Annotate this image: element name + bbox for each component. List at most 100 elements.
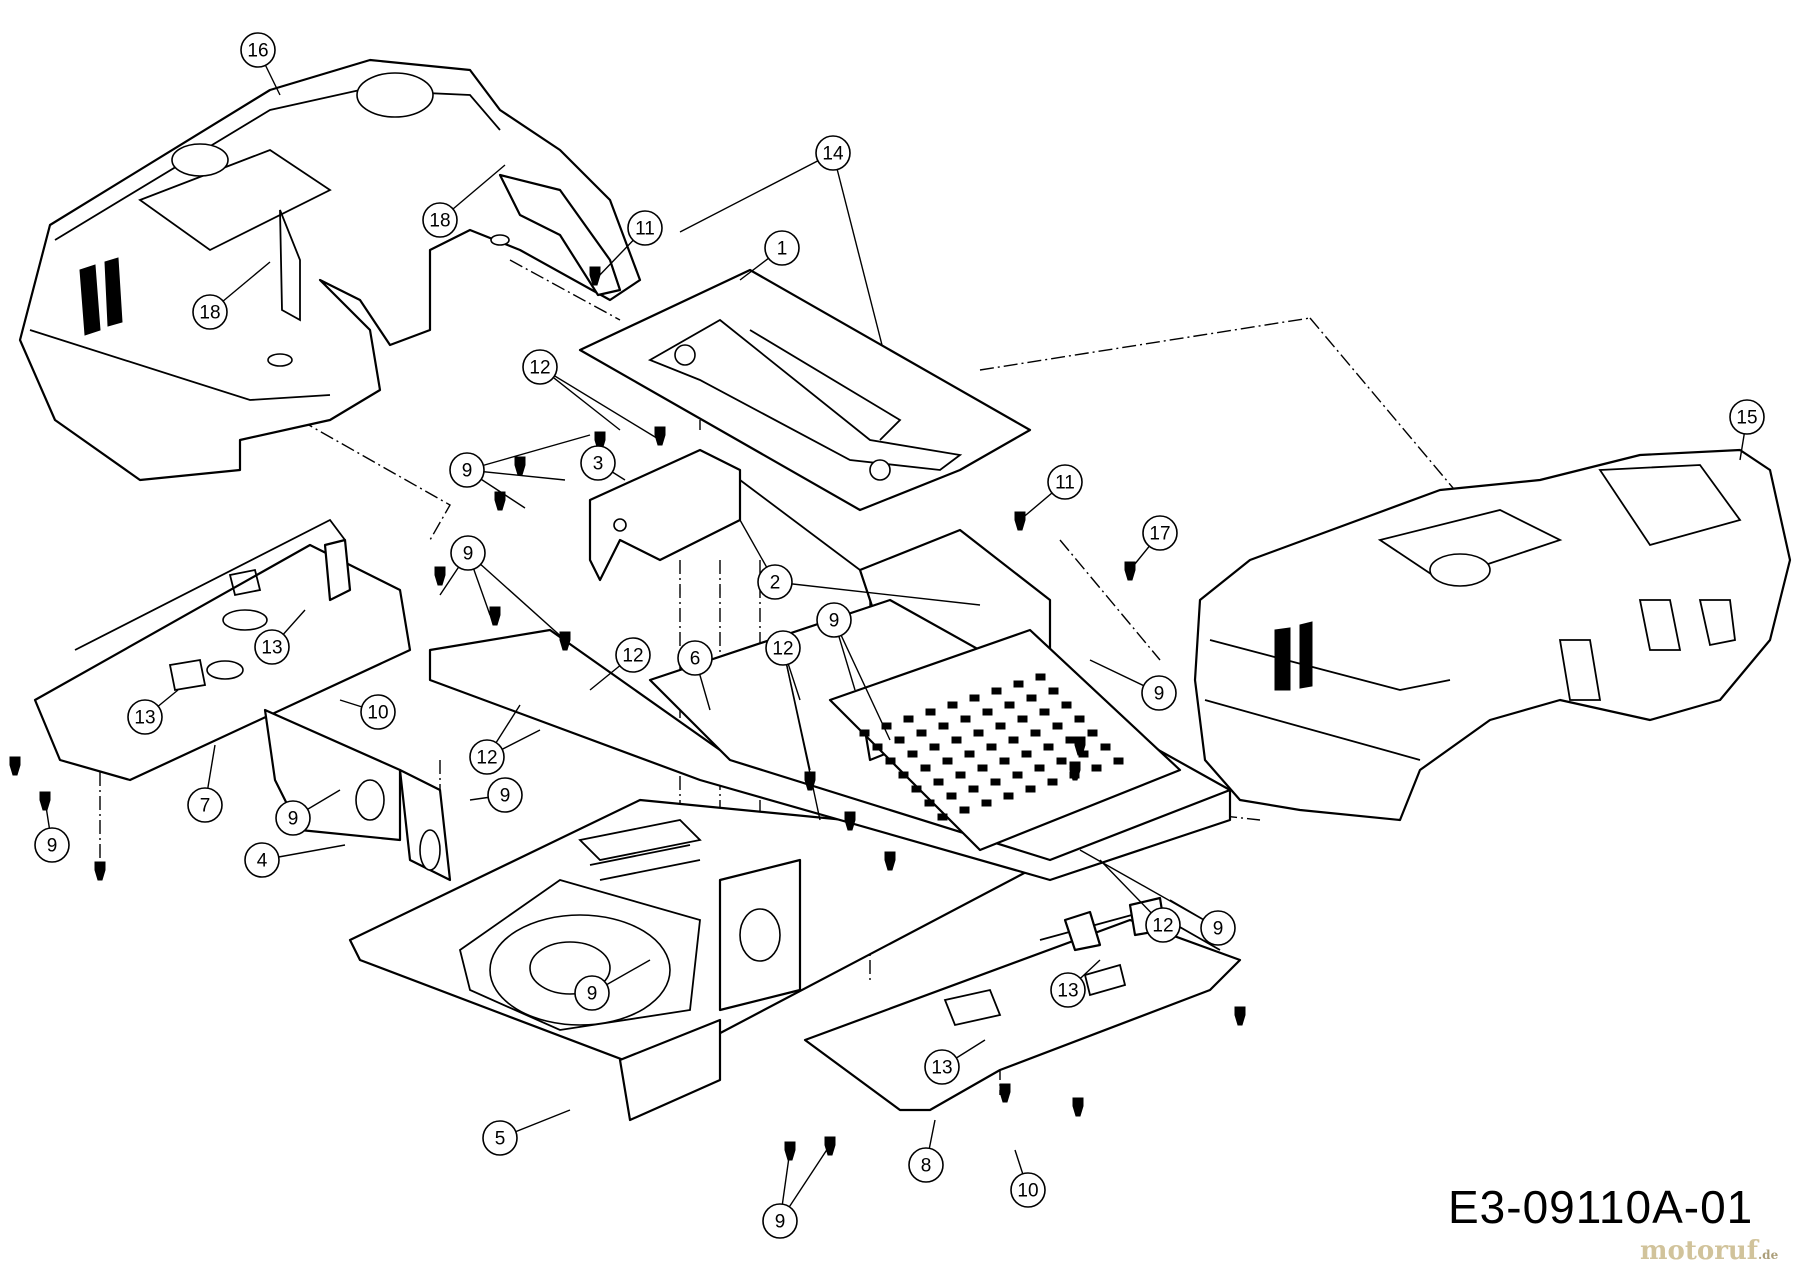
callout-leader bbox=[782, 647, 821, 821]
grid-perforation bbox=[1034, 764, 1045, 772]
grid-perforation bbox=[977, 764, 988, 772]
callout-circle bbox=[254, 629, 290, 665]
grid-perforation bbox=[933, 778, 944, 786]
grid-perforation bbox=[968, 785, 979, 793]
callout-circle bbox=[240, 32, 276, 68]
step-plate-7 bbox=[33, 518, 412, 782]
grid-perforation bbox=[1074, 715, 1085, 723]
grid-perforation bbox=[990, 778, 1001, 786]
callout-circle bbox=[1145, 907, 1181, 943]
callout-13: 13 bbox=[1050, 972, 1086, 1008]
callout-circle bbox=[127, 699, 163, 735]
grid-perforation bbox=[872, 743, 883, 751]
callout-circle bbox=[815, 135, 851, 171]
callout-9: 9 bbox=[1141, 675, 1177, 711]
grid-perforation bbox=[947, 701, 958, 709]
callout-circle bbox=[487, 777, 523, 813]
callout-label: 9 bbox=[775, 1212, 786, 1233]
bolt bbox=[1069, 761, 1081, 781]
callout-label: 9 bbox=[47, 836, 58, 857]
callout-label: 11 bbox=[635, 219, 655, 240]
callout-label: 12 bbox=[622, 646, 643, 667]
callout-9: 9 bbox=[574, 975, 610, 1011]
callout-label: 18 bbox=[429, 211, 450, 232]
callout-label: 17 bbox=[1149, 524, 1170, 545]
callout-10: 10 bbox=[1010, 1172, 1046, 1208]
callout-12: 12 bbox=[765, 630, 801, 666]
callout-9: 9 bbox=[1200, 910, 1236, 946]
bolt bbox=[844, 811, 856, 831]
callout-label: 14 bbox=[822, 144, 844, 165]
callout-4: 4 bbox=[244, 842, 280, 878]
callout-label: 12 bbox=[476, 748, 497, 769]
grid-perforation bbox=[982, 708, 993, 716]
callout-circle bbox=[187, 787, 223, 823]
callout-circle bbox=[450, 535, 486, 571]
callout-leader bbox=[832, 152, 883, 346]
grid-perforation bbox=[1047, 778, 1058, 786]
callout-circle bbox=[574, 975, 610, 1011]
grid-perforation bbox=[1030, 729, 1041, 737]
callout-label: 16 bbox=[247, 41, 268, 62]
bolt bbox=[1014, 511, 1026, 531]
callout-label: 13 bbox=[1057, 981, 1078, 1002]
callout-circle bbox=[522, 349, 558, 385]
grid-perforation bbox=[960, 715, 971, 723]
grid-perforation bbox=[1113, 757, 1124, 765]
bolt bbox=[94, 861, 106, 881]
grid-perforation bbox=[995, 722, 1006, 730]
grid-perforation bbox=[1043, 743, 1054, 751]
callout-3: 3 bbox=[580, 445, 616, 481]
grid-perforation bbox=[1025, 785, 1036, 793]
grid-perforation bbox=[946, 792, 957, 800]
callout-circle bbox=[1729, 399, 1765, 435]
grid-perforation bbox=[1004, 701, 1015, 709]
callout-9: 9 bbox=[34, 827, 70, 863]
callout-12: 12 bbox=[1145, 907, 1181, 943]
callout-circle bbox=[422, 202, 458, 238]
callout-circle bbox=[482, 1120, 518, 1156]
grid-perforation bbox=[924, 799, 935, 807]
callout-leader bbox=[679, 152, 834, 233]
callout-6: 6 bbox=[677, 640, 713, 676]
grid-perforation bbox=[929, 743, 940, 751]
callout-13: 13 bbox=[127, 699, 163, 735]
callout-7: 7 bbox=[187, 787, 223, 823]
grid-perforation bbox=[1052, 722, 1063, 730]
callout-leader bbox=[539, 366, 661, 441]
callout-circle bbox=[1050, 972, 1086, 1008]
callout-circle bbox=[1010, 1172, 1046, 1208]
callout-8: 8 bbox=[908, 1147, 944, 1183]
callout-circle bbox=[360, 694, 396, 730]
callout-label: 10 bbox=[367, 703, 388, 724]
callout-circle bbox=[1047, 464, 1083, 500]
grid-perforation bbox=[898, 771, 909, 779]
grid-perforation bbox=[937, 813, 948, 821]
grid-perforation bbox=[973, 729, 984, 737]
callout-circle bbox=[580, 445, 616, 481]
grid-perforation bbox=[1017, 715, 1028, 723]
callout-leader bbox=[774, 581, 981, 606]
grid-perforation bbox=[955, 771, 966, 779]
grid-perforation bbox=[916, 729, 927, 737]
callout-label: 9 bbox=[587, 984, 598, 1005]
callout-9: 9 bbox=[449, 452, 485, 488]
callout-label: 12 bbox=[1152, 916, 1173, 937]
bolt bbox=[9, 756, 21, 776]
callout-circle bbox=[192, 294, 228, 330]
bolt bbox=[1072, 1097, 1084, 1117]
bolt bbox=[494, 491, 506, 511]
grid-perforation bbox=[1091, 764, 1102, 772]
grid-perforation bbox=[1026, 694, 1037, 702]
watermark-logo: motoruf.de bbox=[1640, 1236, 1778, 1266]
grid-perforation bbox=[885, 757, 896, 765]
seat-plate-1 bbox=[578, 268, 1032, 512]
hardware-bolts bbox=[9, 266, 1246, 1161]
callout-label: 9 bbox=[1213, 919, 1224, 940]
callout-label: 18 bbox=[199, 303, 220, 324]
callout-label: 15 bbox=[1736, 408, 1757, 429]
watermark-text: motoruf bbox=[1640, 1236, 1758, 1266]
callout-15: 15 bbox=[1729, 399, 1765, 435]
callout-circle bbox=[627, 210, 663, 246]
